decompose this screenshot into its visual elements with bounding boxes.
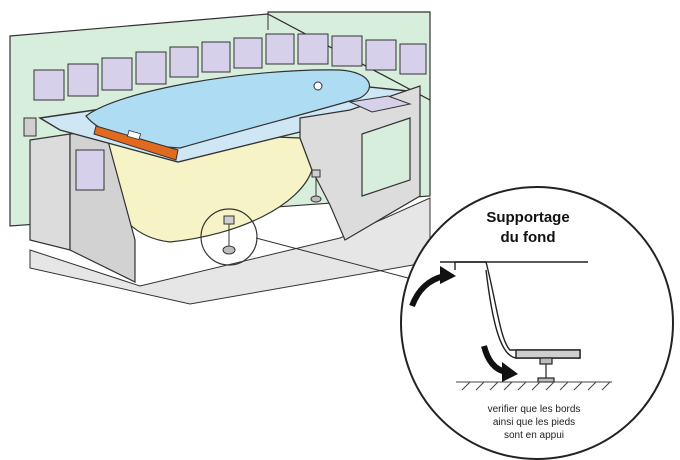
detail-note-line-2: ainsi que les pieds [493,417,575,428]
curved-arrow-icon [409,266,456,308]
corner-tile [348,95,412,113]
adjustable-foot-rear [310,169,322,203]
support-block-window [361,117,411,197]
detail-drawing [440,261,588,359]
floor [29,197,431,305]
magnifier-source-circle [200,208,258,266]
detail-note-line-1: verifier que les bords [488,404,581,415]
curved-arrow-lower-icon [481,345,518,382]
panel-opening [75,149,105,191]
adjustable-foot-icon [222,215,236,255]
wall-bracket [23,117,37,137]
wall-tiles [33,33,427,101]
spirit-level-icon [93,125,179,161]
detail-title-line-1: Supportage [486,209,569,226]
left-support-panel [29,133,71,251]
detail-floor-hatching [456,381,612,391]
magnifier-connector [255,237,409,279]
drain-overflow [313,81,323,91]
detail-circle [400,186,674,460]
detail-note-line-3: sont en appui [504,430,564,441]
detail-title-line-2: du fond [501,229,556,246]
